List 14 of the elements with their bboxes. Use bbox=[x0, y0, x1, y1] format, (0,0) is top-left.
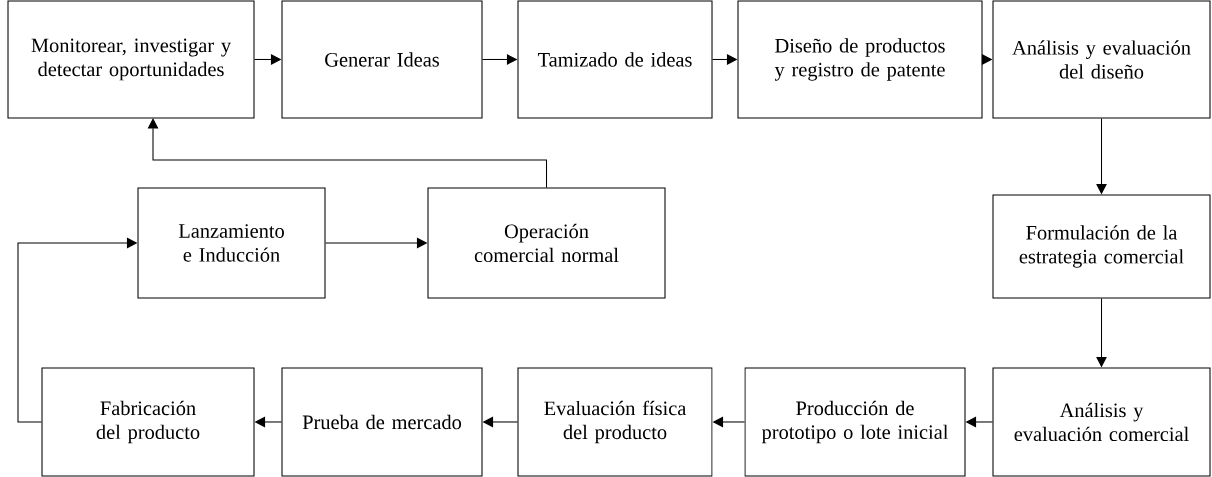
process-box: Evaluación física del producto bbox=[517, 367, 713, 477]
process-box: Producción de prototipo o lote inicial bbox=[744, 367, 966, 477]
process-box: Análisis y evaluación del diseño bbox=[992, 0, 1211, 119]
process-box: Prueba de mercado bbox=[281, 367, 483, 477]
process-box: Fabricación del producto bbox=[41, 367, 255, 477]
process-box: Monitorear, investigar y detectar oportunidades bbox=[7, 0, 255, 119]
process-box: Operación comercial normal bbox=[427, 187, 666, 299]
process-box: Análisis y evaluación comercial bbox=[992, 367, 1211, 477]
process-box: Formulación de la estrategia comercial bbox=[992, 194, 1211, 299]
process-box: Tamizado de ideas bbox=[517, 0, 713, 119]
process-box: Generar Ideas bbox=[281, 0, 483, 119]
process-box: Lanzamiento e Inducción bbox=[137, 187, 326, 299]
arrow bbox=[147, 118, 548, 188]
process-box: Diseño de productos y registro de patente bbox=[737, 0, 983, 119]
